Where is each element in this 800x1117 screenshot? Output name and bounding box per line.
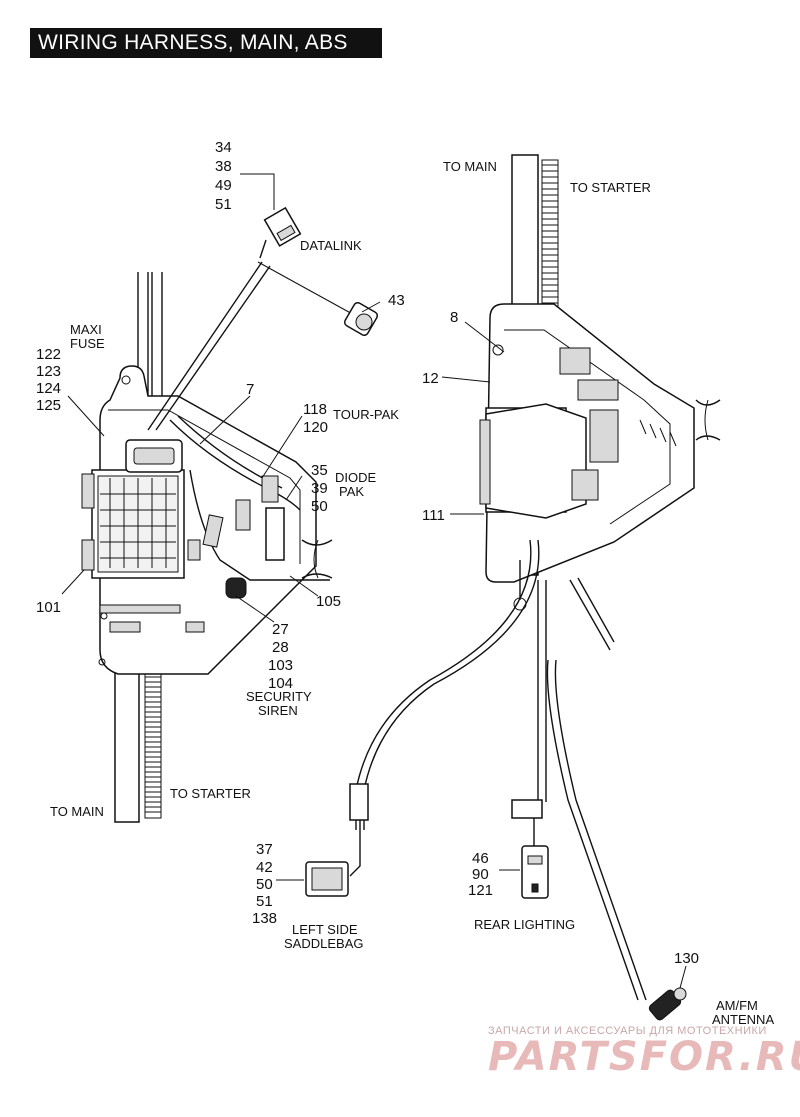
maxi-fuse bbox=[125, 439, 183, 473]
datalink-label: DATALINK bbox=[300, 238, 362, 253]
ref-12: 12 bbox=[422, 370, 439, 387]
saddlebag-ref-4: 51 bbox=[256, 893, 273, 910]
main-trunk-lower bbox=[114, 667, 140, 823]
rear-ref-1: 46 bbox=[472, 850, 489, 867]
diode-ref-2: 39 bbox=[311, 480, 328, 497]
ref-130: 130 bbox=[674, 950, 699, 967]
watermark-tagline: ЗАПЧАСТИ И АКСЕССУАРЫ ДЛЯ МОТОТЕХНИКИ bbox=[488, 1025, 767, 1037]
diode-ref-1: 35 bbox=[311, 462, 328, 479]
siren-ref-2: 28 bbox=[272, 639, 289, 656]
ref-101: 101 bbox=[36, 599, 61, 616]
ref-7: 7 bbox=[246, 381, 254, 398]
saddlebag-ref-1: 37 bbox=[256, 841, 273, 858]
saddlebag-connector bbox=[305, 861, 349, 897]
datalink-ref-4: 51 bbox=[215, 196, 232, 213]
leader-lines bbox=[61, 173, 687, 989]
siren-ref-4: 104 bbox=[268, 675, 293, 692]
left-to-main-label: TO MAIN bbox=[50, 804, 104, 819]
antenna-label-2: ANTENNA bbox=[712, 1012, 774, 1027]
rear-lighting-label: REAR LIGHTING bbox=[474, 917, 575, 932]
datalink-ref-1: 34 bbox=[215, 139, 232, 156]
maxi-fuse-label-2: FUSE bbox=[70, 336, 105, 351]
saddlebag-ref-3: 50 bbox=[256, 876, 273, 893]
diode-ref-3: 50 bbox=[311, 498, 328, 515]
rear-ref-2: 90 bbox=[472, 866, 489, 883]
maxi-fuse-ref-4: 125 bbox=[36, 397, 61, 414]
right-to-starter-label: TO STARTER bbox=[570, 180, 651, 195]
siren-ref-1: 27 bbox=[272, 621, 289, 638]
rear-lighting-connector bbox=[521, 845, 549, 899]
right-assembly bbox=[305, 154, 721, 1021]
ref-8: 8 bbox=[450, 309, 458, 326]
saddlebag-label-2: SADDLEBAG bbox=[284, 936, 363, 951]
datalink-connector bbox=[263, 206, 302, 247]
starter-cable-corrugated bbox=[144, 667, 162, 819]
connector-43 bbox=[343, 301, 379, 337]
diode-label-2: PAK bbox=[339, 484, 364, 499]
page-title: WIRING HARNESS, MAIN, ABS bbox=[30, 28, 382, 58]
security-siren bbox=[225, 577, 247, 599]
maxi-fuse-ref-2: 123 bbox=[36, 363, 61, 380]
tourpak-ref-1: 118 bbox=[303, 401, 327, 418]
left-to-starter-label: TO STARTER bbox=[170, 786, 251, 801]
datalink-ref-2: 38 bbox=[215, 158, 232, 175]
diode-pak-connector bbox=[265, 507, 285, 561]
tourpak-connector bbox=[261, 475, 279, 503]
siren-label-1: SECURITY bbox=[246, 689, 312, 704]
rear-ref-3: 121 bbox=[468, 882, 493, 899]
saddlebag-ref-2: 42 bbox=[256, 859, 273, 876]
tourpak-label: TOUR-PAK bbox=[333, 407, 399, 422]
saddlebag-label-1: LEFT SIDE bbox=[292, 922, 358, 937]
maxi-fuse-ref-1: 122 bbox=[36, 346, 61, 363]
saddlebag-ref-5: 138 bbox=[252, 910, 277, 927]
siren-ref-3: 103 bbox=[268, 657, 293, 674]
watermark-brand: PARTSFOR.RU bbox=[488, 1034, 800, 1080]
antenna-label-1: AM/FM bbox=[716, 998, 758, 1013]
diode-label-1: DIODE bbox=[335, 470, 377, 485]
tourpak-ref-2: 120 bbox=[303, 419, 328, 436]
right-to-main-label: TO MAIN bbox=[443, 159, 497, 174]
maxi-fuse-label-1: MAXI bbox=[70, 322, 102, 337]
left-assembly bbox=[81, 206, 379, 823]
ref-105: 105 bbox=[316, 593, 341, 610]
antenna-connector bbox=[648, 987, 687, 1021]
maxi-fuse-ref-3: 124 bbox=[36, 380, 61, 397]
siren-label-2: SIREN bbox=[258, 703, 298, 718]
ref-111: 111 bbox=[422, 507, 445, 524]
fuse-block bbox=[81, 469, 185, 579]
datalink-ref-3: 49 bbox=[215, 177, 232, 194]
ref-43: 43 bbox=[388, 292, 405, 309]
